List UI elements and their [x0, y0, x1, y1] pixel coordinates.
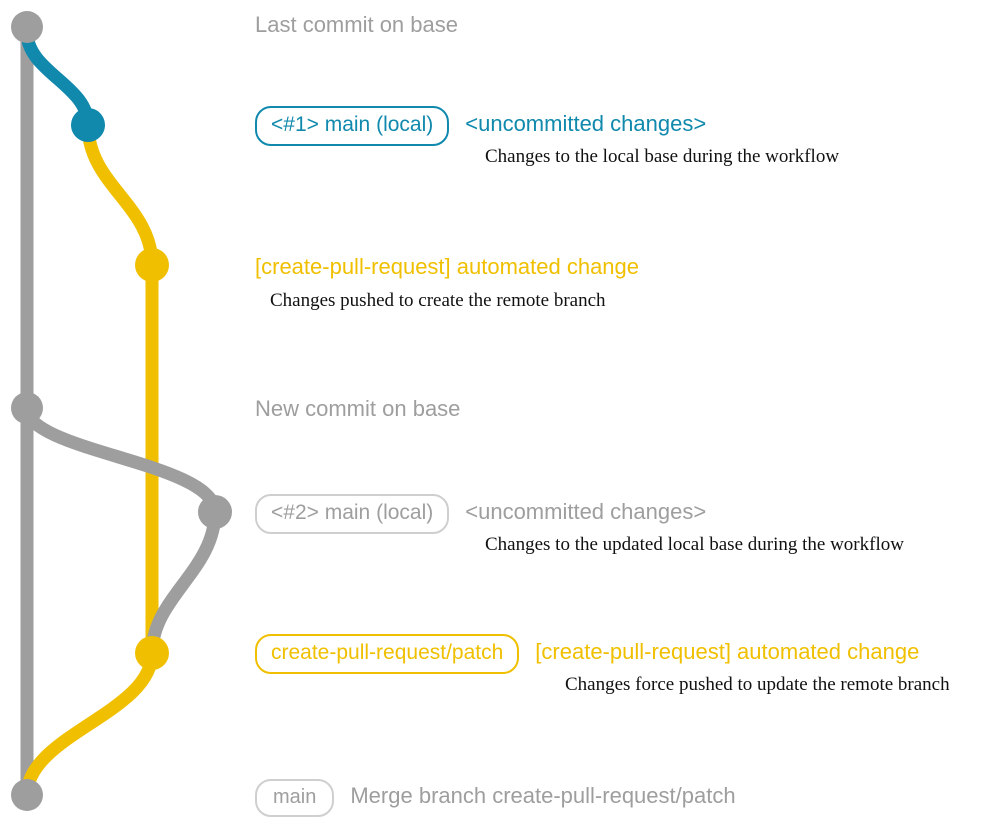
commit-subject-automated-2: [create-pull-request] automated change [535, 639, 920, 664]
commit-row-automated-change-2: create-pull-request/patch [create-pull-r… [255, 634, 919, 674]
commit-node-local-main-2[interactable] [198, 495, 232, 529]
commit-note-local-base: Changes to the local base during the wor… [485, 146, 840, 167]
commit-row-local-main-2: <#2> main (local) <uncommitted changes> [255, 494, 706, 534]
ref-badge-main[interactable]: main [255, 779, 335, 817]
commit-subject-merge: Merge branch create-pull-request/patch [350, 783, 736, 808]
patch-branch-line-yellow [81, 118, 159, 660]
headline-last-commit-on-base: Last commit on base [255, 12, 458, 37]
ref-badge-main-local-2[interactable]: <#2> main (local) [255, 494, 450, 534]
commit-row-local-main-1: <#1> main (local) <uncommitted changes> [255, 106, 706, 146]
ref-badge-patch-branch[interactable]: create-pull-request/patch [255, 634, 520, 674]
commit-node-new-commit-on-base[interactable] [11, 392, 43, 424]
commit-subject-uncommitted-1: <uncommitted changes> [465, 111, 707, 136]
commit-note-pushed-create: Changes pushed to create the remote bran… [270, 290, 606, 311]
patch-branch-merge-line [20, 646, 159, 802]
commit-note-updated-local-base: Changes to the updated local base during… [485, 534, 904, 555]
commit-note-force-pushed: Changes force pushed to update the remot… [565, 674, 950, 695]
commit-subject-automated-1: [create-pull-request] automated change [255, 254, 640, 279]
headline-new-commit-on-base: New commit on base [255, 396, 461, 421]
commit-node-last-commit-on-base[interactable] [11, 11, 43, 43]
commit-node-automated-change-1[interactable] [135, 248, 169, 282]
commit-node-merge[interactable] [11, 779, 43, 811]
commit-node-local-main-1[interactable] [71, 108, 105, 142]
commit-subject-uncommitted-2: <uncommitted changes> [465, 499, 707, 524]
ref-badge-main-local-1[interactable]: <#1> main (local) [255, 106, 450, 146]
updated-local-branch-line [20, 401, 222, 660]
commit-row-merge: main Merge branch create-pull-request/pa… [255, 779, 736, 817]
commit-node-automated-change-2[interactable] [135, 636, 169, 670]
